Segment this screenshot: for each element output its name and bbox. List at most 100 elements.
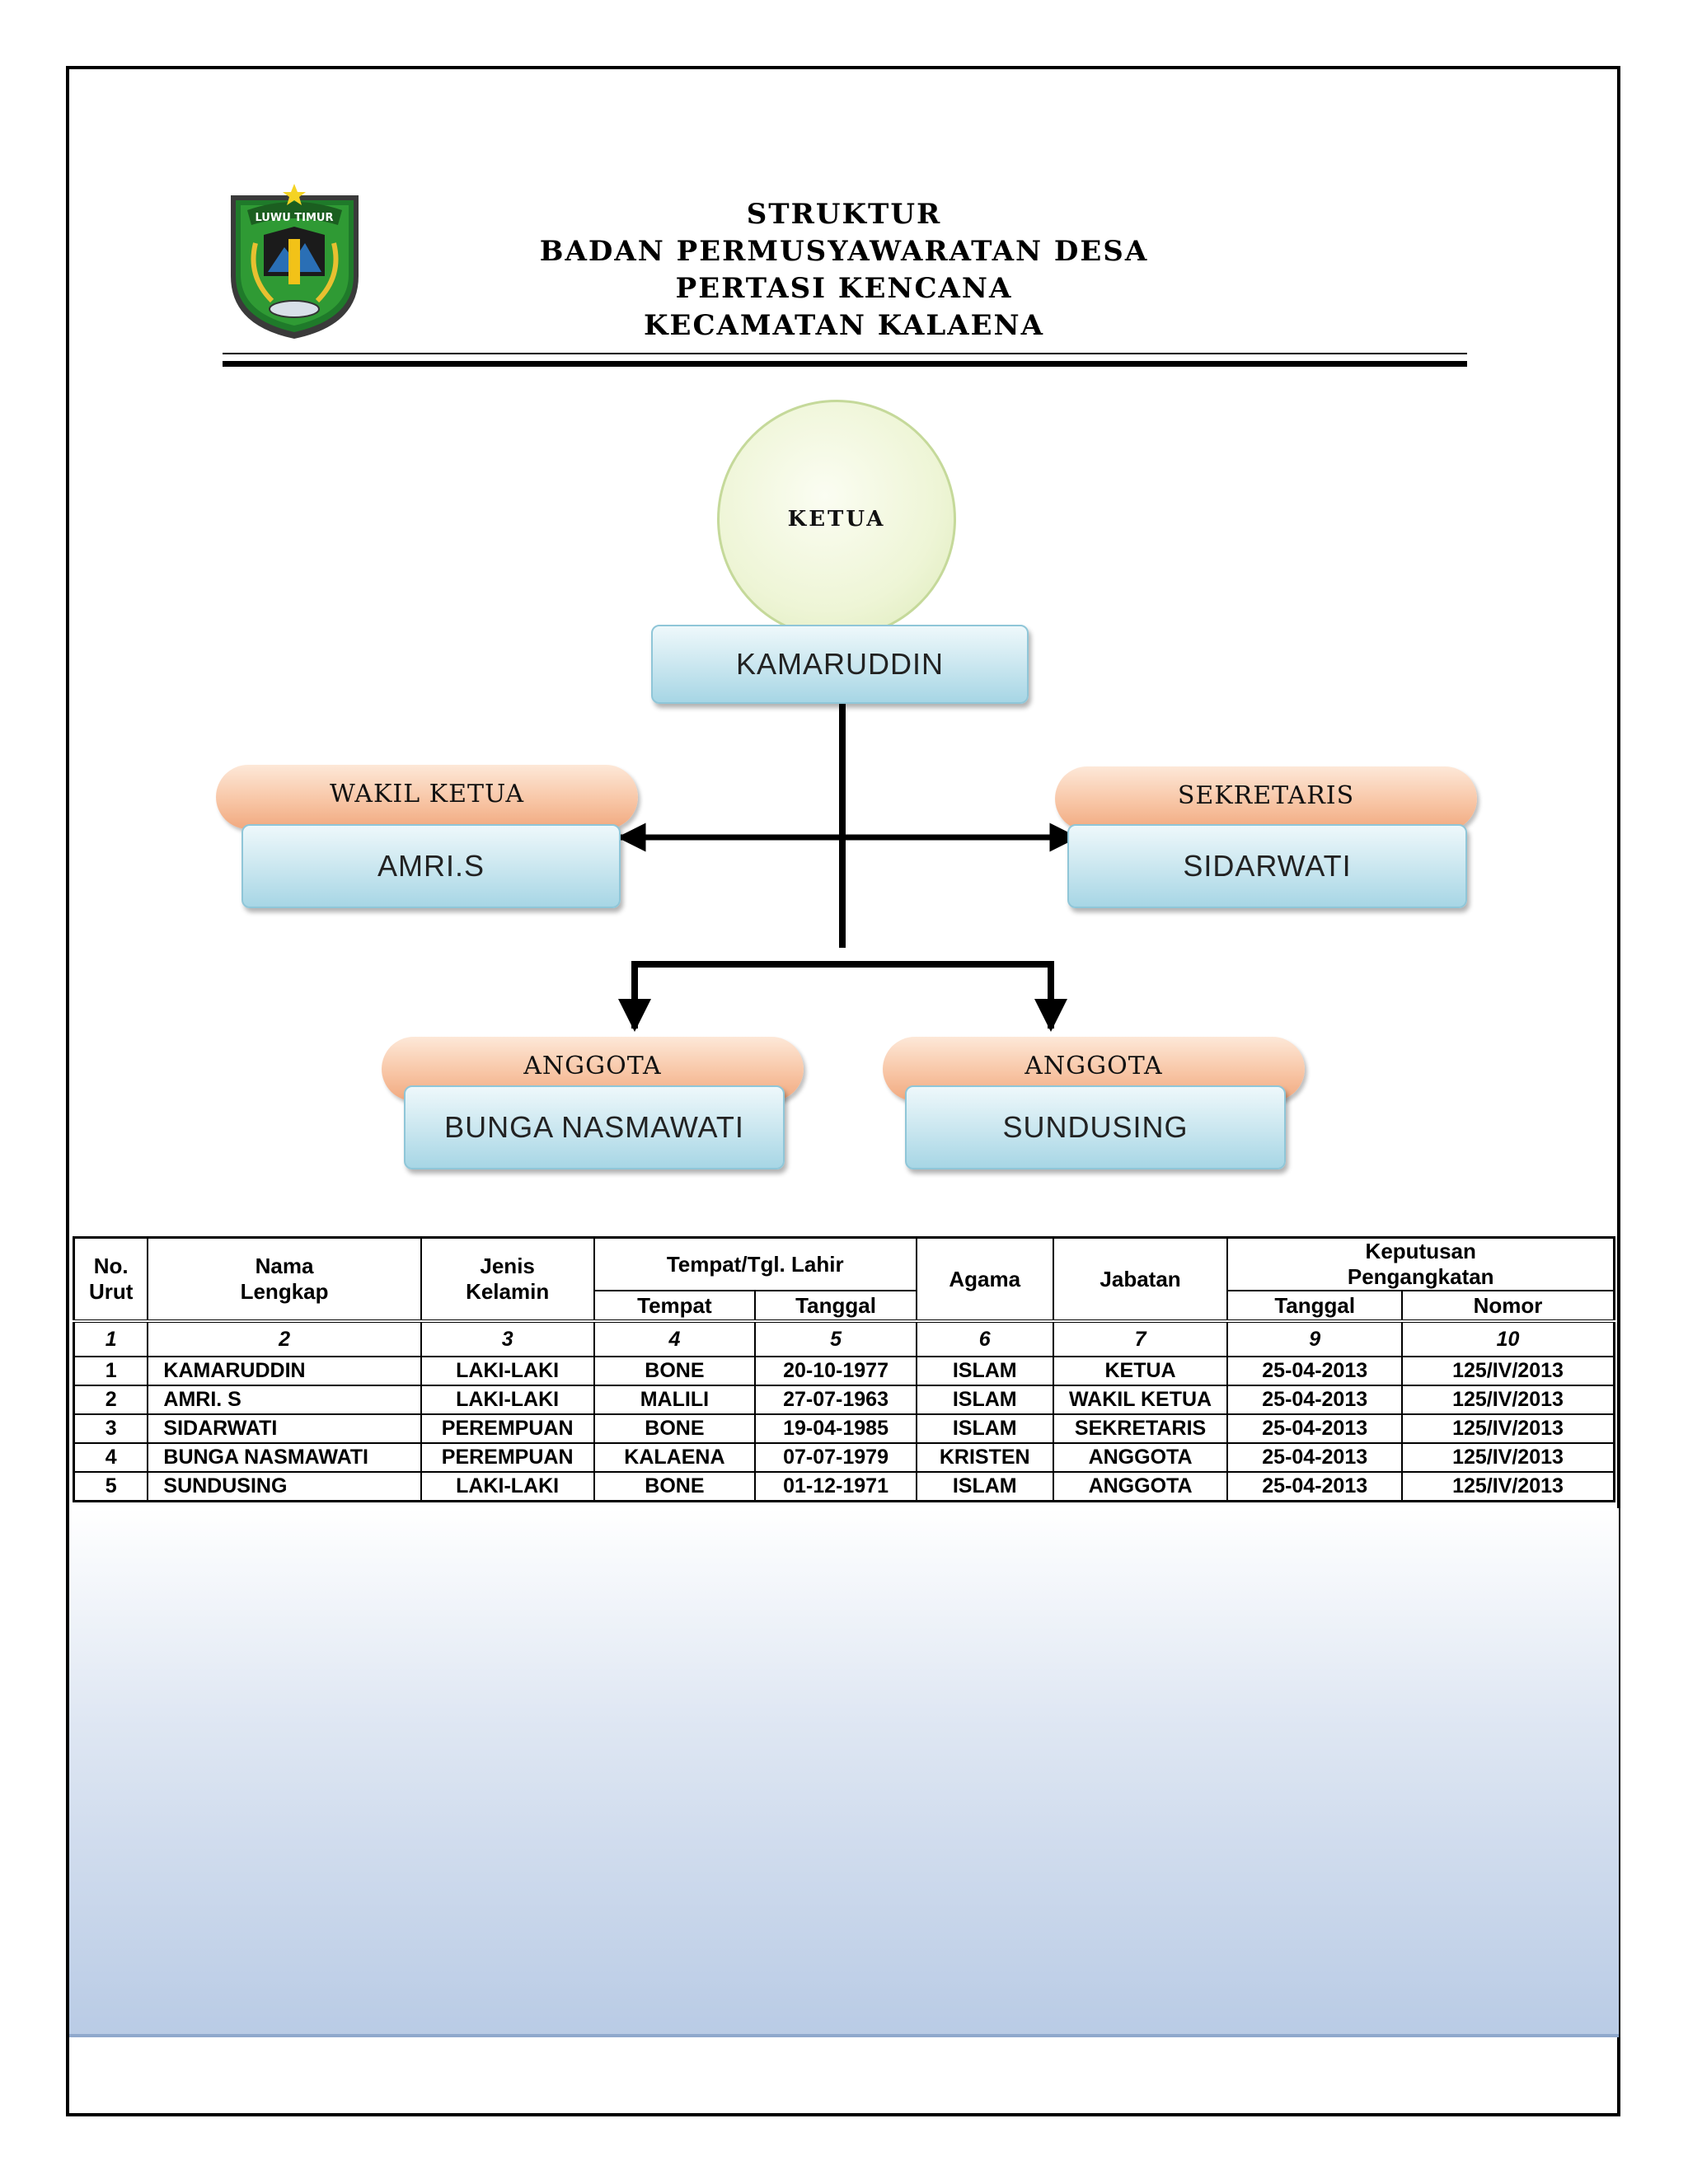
cell-tanggal-lahir: 19-04-1985 [754, 1413, 917, 1444]
cell-tanggal-lahir: 27-07-1963 [754, 1385, 917, 1415]
title-line-2: BADAN PERMUSYAWARATAN DESA [539, 235, 1149, 268]
cell-nama: SIDARWATI [147, 1413, 422, 1444]
header-kep-nomor: Nomor [1400, 1290, 1615, 1322]
header-kep-tanggal: Tanggal [1226, 1290, 1403, 1322]
header-jabatan: Jabatan [1052, 1236, 1229, 1322]
cell-no: 1 [73, 1356, 149, 1386]
header-no: No. [93, 1254, 129, 1278]
cell-tanggal-lahir: 20-10-1977 [754, 1356, 917, 1386]
cell-tempat: BONE [593, 1356, 757, 1386]
gradient-edge [69, 2034, 1619, 2037]
wakil-name-box: AMRI.S [241, 824, 621, 908]
title-line-3: PERTASI KENCANA [675, 272, 1013, 305]
title-line-4: KECAMATAN KALAENA [643, 309, 1044, 342]
cell-jabatan: KETUA [1052, 1356, 1229, 1386]
sekretaris-name: SIDARWATI [1183, 849, 1352, 883]
table-row: 4 BUNGA NASMAWATI PEREMPUAN KALAENA 07-0… [73, 1442, 1615, 1473]
cell-jenis-kelamin: LAKI-LAKI [420, 1385, 595, 1415]
ketua-circle: KETUA [717, 400, 956, 639]
wakil-role-label: WAKIL KETUA [329, 780, 525, 808]
cell-jenis-kelamin: PEREMPUAN [420, 1413, 595, 1444]
col-num: 3 [420, 1319, 595, 1357]
header-rule-thin [223, 353, 1467, 354]
cell-tempat: MALILI [593, 1385, 757, 1415]
header-lengkap: Lengkap [240, 1279, 329, 1304]
cell-tempat: BONE [593, 1413, 757, 1444]
cell-tempat: KALAENA [593, 1442, 757, 1473]
col-num: 9 [1226, 1319, 1403, 1357]
anggota2-name: SUNDUSING [1002, 1110, 1189, 1144]
header-keputusan: Keputusan [1365, 1239, 1476, 1263]
header-no-urut: No.Urut [73, 1236, 149, 1322]
header-tempat-tgl-lahir: Tempat/Tgl. Lahir [593, 1236, 917, 1291]
cell-kep-nomor: 125/IV/2013 [1400, 1471, 1615, 1502]
header-urut: Urut [88, 1279, 134, 1304]
cell-kep-nomor: 125/IV/2013 [1400, 1356, 1615, 1386]
cell-no: 5 [73, 1471, 149, 1502]
anggota2-name-box: SUNDUSING [905, 1085, 1286, 1169]
sekretaris-role-label: SEKRETARIS [1177, 781, 1355, 810]
header-jenis: Jenis [480, 1254, 535, 1278]
cell-tanggal-lahir: 07-07-1979 [754, 1442, 917, 1473]
ketua-name-box: KAMARUDDIN [651, 625, 1029, 704]
header-tanggal-lahir: Tanggal [754, 1290, 917, 1322]
header-tempat: Tempat [593, 1290, 757, 1322]
cell-jabatan: WAKIL KETUA [1052, 1385, 1229, 1415]
cell-jenis-kelamin: LAKI-LAKI [420, 1471, 595, 1502]
title-line-1: STRUKTUR [746, 198, 942, 231]
anggota1-name: BUNGA NASMAWATI [444, 1110, 744, 1144]
cell-kep-nomor: 125/IV/2013 [1400, 1385, 1615, 1415]
cell-jenis-kelamin: LAKI-LAKI [420, 1356, 595, 1386]
column-number-row: 1 2 3 4 5 6 7 9 10 [73, 1319, 1615, 1357]
cell-no: 3 [73, 1413, 149, 1444]
wakil-name: AMRI.S [377, 849, 485, 883]
cell-kep-nomor: 125/IV/2013 [1400, 1413, 1615, 1444]
cell-tanggal-lahir: 01-12-1971 [754, 1471, 917, 1502]
cell-tempat: BONE [593, 1471, 757, 1502]
header-nama: Nama [255, 1254, 314, 1278]
col-num: 7 [1052, 1319, 1229, 1357]
cell-jenis-kelamin: PEREMPUAN [420, 1442, 595, 1473]
cell-jabatan: SEKRETARIS [1052, 1413, 1229, 1444]
anggota1-name-box: BUNGA NASMAWATI [404, 1085, 785, 1169]
col-num: 1 [73, 1319, 149, 1357]
sekretaris-role-tab: SEKRETARIS [1055, 766, 1477, 831]
anggota2-role-label: ANGGOTA [1025, 1052, 1163, 1080]
cell-kep-tanggal: 25-04-2013 [1226, 1471, 1403, 1502]
cell-kep-tanggal: 25-04-2013 [1226, 1356, 1403, 1386]
cell-no: 4 [73, 1442, 149, 1473]
cell-jabatan: ANGGOTA [1052, 1471, 1229, 1502]
cell-kep-tanggal: 25-04-2013 [1226, 1385, 1403, 1415]
col-num: 4 [593, 1319, 757, 1357]
col-num: 2 [147, 1319, 422, 1357]
col-num: 6 [915, 1319, 1054, 1357]
cell-agama: ISLAM [915, 1385, 1054, 1415]
cell-nama: KAMARUDDIN [147, 1356, 422, 1386]
sekretaris-name-box: SIDARWATI [1067, 824, 1467, 908]
table-row: 3 SIDARWATI PEREMPUAN BONE 19-04-1985 IS… [73, 1413, 1615, 1444]
table-row: 2 AMRI. S LAKI-LAKI MALILI 27-07-1963 IS… [73, 1385, 1615, 1415]
cell-agama: ISLAM [915, 1413, 1054, 1444]
table-row: 1 KAMARUDDIN LAKI-LAKI BONE 20-10-1977 I… [73, 1356, 1615, 1386]
table-row: 5 SUNDUSING LAKI-LAKI BONE 01-12-1971 IS… [73, 1471, 1615, 1502]
luwu-timur-emblem: LUWU TIMUR [231, 184, 359, 339]
ketua-name: KAMARUDDIN [735, 647, 944, 681]
cell-nama: AMRI. S [147, 1385, 422, 1415]
anggota1-role-label: ANGGOTA [523, 1052, 662, 1080]
cell-nama: BUNGA NASMAWATI [147, 1442, 422, 1473]
header-kelamin: Kelamin [466, 1279, 550, 1304]
cell-no: 2 [73, 1385, 149, 1415]
cell-agama: KRISTEN [915, 1442, 1054, 1473]
cell-agama: ISLAM [915, 1356, 1054, 1386]
ketua-role-label: KETUA [787, 507, 886, 532]
cell-jabatan: ANGGOTA [1052, 1442, 1229, 1473]
cell-agama: ISLAM [915, 1471, 1054, 1502]
svg-text:LUWU TIMUR: LUWU TIMUR [255, 212, 333, 224]
header-rule-thick [223, 361, 1467, 367]
background-gradient [69, 1508, 1619, 2036]
col-num: 10 [1400, 1319, 1615, 1357]
